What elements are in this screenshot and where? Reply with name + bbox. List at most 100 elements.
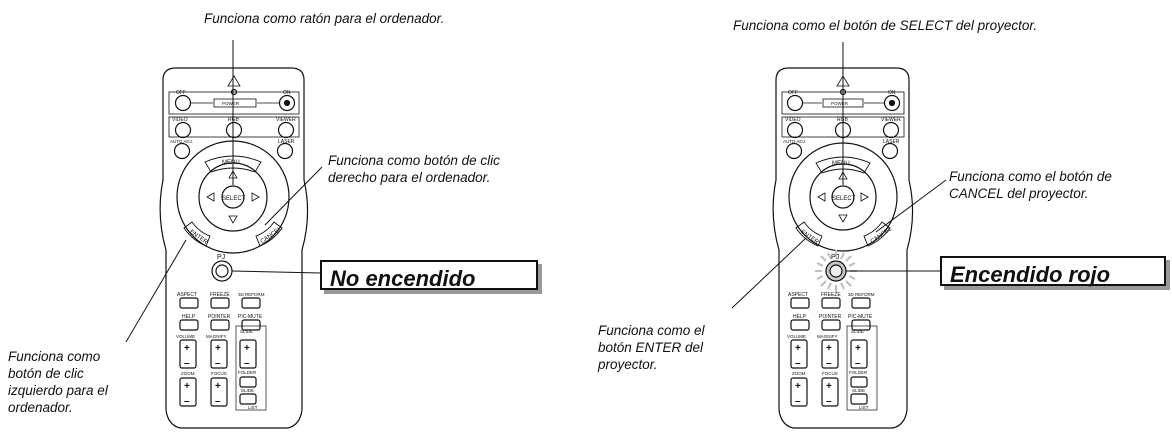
focus-rocker <box>210 377 228 407</box>
zoom-rocker <box>179 377 197 407</box>
slide-label: SLIDE <box>851 329 864 334</box>
plus-label: + <box>795 343 801 354</box>
remote-control <box>772 67 914 429</box>
arrow-left-icon <box>817 192 826 202</box>
arrow-down-icon <box>228 215 238 224</box>
zoom-label: ZOOM <box>792 371 806 376</box>
plus-label: + <box>826 343 832 354</box>
focus-label: FOCUS <box>822 371 838 376</box>
minus-label: – <box>184 358 190 369</box>
pj-led-ring <box>829 264 843 278</box>
callout-lines <box>731 42 947 309</box>
slide-label: SLIDE <box>240 329 253 334</box>
viewer-button <box>277 121 295 139</box>
folder-label: FOLDER <box>238 370 257 375</box>
select-label: SELECT <box>832 196 856 202</box>
power-label: POWER <box>222 101 240 106</box>
on-button <box>278 94 296 112</box>
pic-mute-label: PIC-MUTE <box>848 314 873 320</box>
plus-label: + <box>215 381 221 392</box>
select-label: SELECT <box>222 196 246 202</box>
freeze-label: FREEZE <box>210 292 230 298</box>
menu-label: MENU <box>222 160 240 166</box>
help-label: HELP <box>182 314 196 320</box>
left-remote-diagram: OFF ON POWER VIDEO RGB VIEWER AUTO ADJ. … <box>125 40 323 429</box>
on-label: ON <box>888 90 896 96</box>
pj-glow-icon <box>815 250 857 292</box>
pointer-label: POINTER <box>819 314 842 320</box>
arrow-left-icon <box>206 192 215 202</box>
slide2-label: SLIDE <box>241 388 254 393</box>
magnify-rocker <box>210 339 228 369</box>
video-button <box>174 121 192 139</box>
plus-label: + <box>795 381 801 392</box>
minus-label: – <box>795 396 801 407</box>
arrow-down-icon <box>838 214 848 223</box>
right-right-caption: Funciona como el botón de CANCEL del pro… <box>949 169 1112 201</box>
plus-label: + <box>826 381 832 392</box>
video-label: VIDEO <box>172 117 188 123</box>
help-label: HELP <box>793 314 807 320</box>
aspect-label: ASPECT <box>788 292 808 298</box>
volume-rocker <box>179 339 197 369</box>
warning-icon <box>227 75 241 87</box>
minus-label: – <box>855 358 861 369</box>
minus-label: – <box>215 396 221 407</box>
laser-button <box>881 142 899 160</box>
on-button <box>883 94 901 112</box>
pic-mute-label: PIC-MUTE <box>238 314 263 320</box>
aspect-label: ASPECT <box>177 292 197 298</box>
right-bottom-caption: Funciona como el botón ENTER del proyect… <box>598 323 705 372</box>
list-label: LIST <box>248 405 258 410</box>
right-remote-diagram: OFF ON POWER VIDEO RGB VIEWER AUTO ADJ. … <box>731 42 947 429</box>
rgb-label: RGB <box>228 117 240 123</box>
freeze-label: FREEZE <box>821 292 841 298</box>
folder-label: FOLDER <box>849 370 868 375</box>
volume-rocker <box>790 339 808 369</box>
reform-label: 3D REFORM <box>238 292 265 297</box>
zoom-label: ZOOM <box>181 371 195 376</box>
minus-label: – <box>244 358 250 369</box>
rgb-button <box>225 121 243 139</box>
off-label: OFF <box>788 90 798 96</box>
volume-label: VOLUME <box>787 334 806 339</box>
callout-lines <box>125 40 323 343</box>
auto-adj-label: AUTO ADJ. <box>783 139 806 144</box>
magnify-rocker <box>821 339 839 369</box>
auto-adj-button <box>173 142 191 160</box>
laser-label: LASER <box>278 139 295 145</box>
off-label: OFF <box>176 90 186 96</box>
pointer-label: POINTER <box>208 314 231 320</box>
power-label: POWER <box>831 101 849 106</box>
left-right-caption: Funciona como botón de clic derecho para… <box>328 153 500 185</box>
left-top-caption: Funciona como ratón para el ordenador. <box>204 11 445 26</box>
slide2-label: SLIDE <box>852 388 865 393</box>
slide-rocker <box>850 339 868 369</box>
reform-label: 3D REFORM <box>848 292 875 297</box>
viewer-button <box>882 121 900 139</box>
pj-led-ring <box>215 264 229 278</box>
arrow-right-icon <box>860 192 869 202</box>
minus-label: – <box>826 396 832 407</box>
remote-body <box>159 67 309 429</box>
left-bottom-caption: Funciona como botón de clic izquierdo pa… <box>8 349 108 415</box>
left-status-box: No encendido <box>320 260 538 291</box>
list-label: LIST <box>859 405 869 410</box>
video-label: VIDEO <box>785 117 801 123</box>
pj-label: PJ <box>217 254 225 261</box>
slide-rocker <box>239 339 257 369</box>
minus-label: – <box>215 358 221 369</box>
magnify-label: MAGNIFY <box>206 334 227 339</box>
minus-label: – <box>184 396 190 407</box>
off-button <box>174 94 192 112</box>
plus-label: + <box>184 381 190 392</box>
right-top-caption: Funciona como el botón de SELECT del pro… <box>733 18 1038 33</box>
focus-rocker <box>821 377 839 407</box>
plus-label: + <box>244 343 250 354</box>
focus-label: FOCUS <box>211 371 227 376</box>
remote-labels: OFF ON POWER VIDEO RGB VIEWER AUTO ADJ. … <box>783 90 901 410</box>
auto-adj-button <box>785 142 803 160</box>
plus-label: + <box>855 343 861 354</box>
viewer-label: VIEWER <box>276 117 296 123</box>
on-label: ON <box>283 90 291 96</box>
